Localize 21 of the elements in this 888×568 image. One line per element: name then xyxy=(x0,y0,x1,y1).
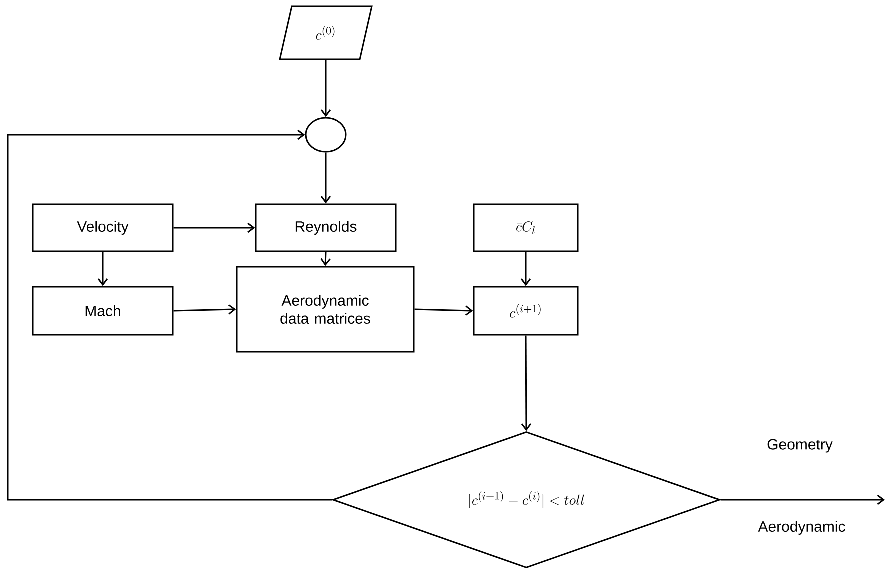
process-box: Reynolds xyxy=(255,204,397,252)
arrow xyxy=(7,130,332,501)
process-box: Velocity xyxy=(32,204,174,252)
process-box: Mach xyxy=(32,286,174,336)
arrow xyxy=(174,304,236,315)
arrow xyxy=(720,494,885,506)
arrow xyxy=(521,336,532,432)
process-box: $c^{(i+1)}$ xyxy=(473,286,579,336)
arrow xyxy=(414,306,474,316)
arrow xyxy=(320,152,332,204)
arrow xyxy=(320,60,332,118)
output-label: Aerodynamic xyxy=(758,521,846,535)
process-box: Aerodynamic data matrices xyxy=(236,266,415,353)
arrow xyxy=(174,222,256,234)
arrow xyxy=(98,252,108,286)
arrow xyxy=(520,252,532,286)
process-box: $\bar{c}C_l$ xyxy=(473,204,579,252)
input-parallelogram: $c^{(0)}$ xyxy=(279,6,373,60)
output-label: Geometry xyxy=(768,439,833,453)
junction-circle xyxy=(305,117,347,153)
arrow xyxy=(320,252,331,266)
